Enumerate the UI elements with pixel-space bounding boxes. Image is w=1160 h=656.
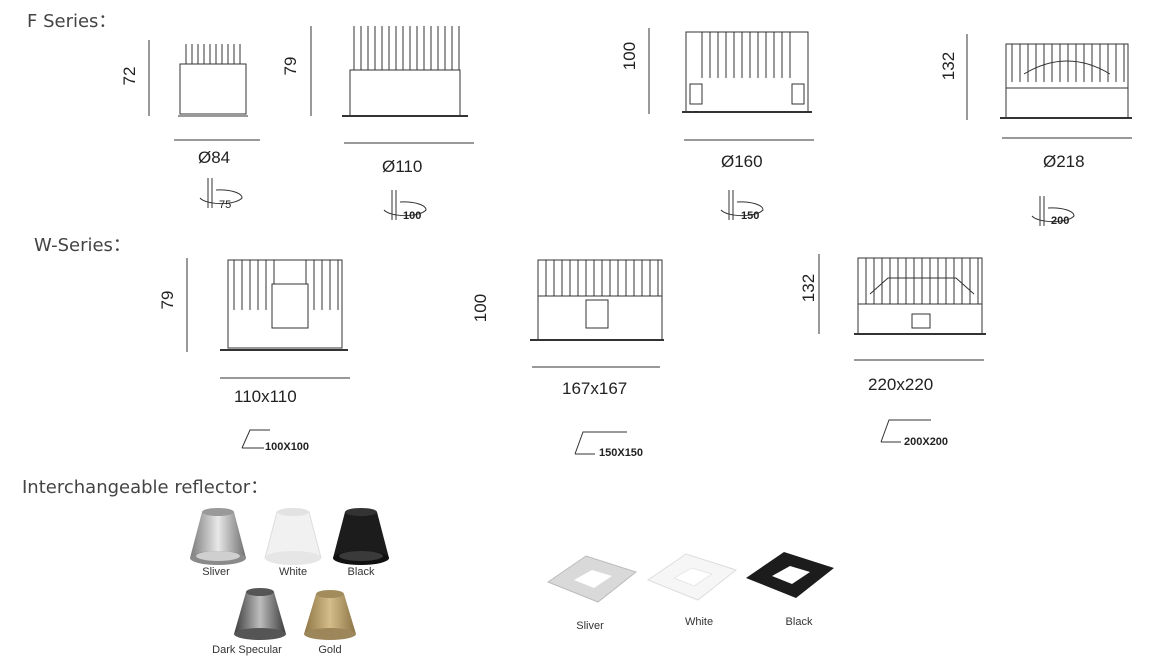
- round-reflector-label: Dark Specular: [212, 644, 282, 656]
- round-reflector-image: [234, 588, 286, 640]
- cutout-label: 200: [1051, 215, 1070, 227]
- height-label: 132: [939, 51, 958, 81]
- diameter-label: Ø110: [382, 157, 423, 176]
- square-reflector-image: [546, 555, 638, 603]
- reflector-title: Interchangeable reflector：: [22, 477, 269, 498]
- round-reflector-image: [304, 590, 356, 640]
- square-reflector-black: [744, 548, 836, 602]
- height-label: 100: [620, 41, 639, 71]
- square-reflector-label: White: [684, 616, 714, 628]
- round-reflector-label: Gold: [318, 644, 342, 656]
- round-reflector-label: White: [278, 566, 308, 578]
- round-reflector-image: [264, 508, 322, 565]
- cutout-icon: [383, 190, 427, 220]
- height-label: 100: [471, 293, 490, 323]
- size-label: 167x167: [562, 379, 628, 398]
- downlight-drawing: [148, 40, 260, 141]
- downlight-drawing: [530, 259, 664, 368]
- round-reflector-dark-specular: [232, 586, 288, 642]
- cutout-label: 75: [219, 199, 232, 211]
- round-reflector-black: [331, 506, 391, 566]
- round-reflector-image: [190, 508, 246, 565]
- round-reflector-sliver: [188, 506, 248, 566]
- square-cutout-icon: [241, 429, 270, 449]
- downlight-drawing: [648, 28, 814, 141]
- diameter-label: Ø218: [1043, 152, 1085, 171]
- w-series-title: W-Series：: [34, 235, 131, 256]
- height-label: 79: [158, 290, 177, 310]
- f-series-title: F Series：: [27, 11, 117, 32]
- round-reflector-label: Sliver: [202, 566, 230, 578]
- diameter-label: Ø84: [198, 148, 231, 167]
- height-label: 79: [281, 56, 300, 76]
- square-cutout-icon: [880, 419, 931, 443]
- round-reflector-label: Black: [347, 566, 375, 578]
- cutout-icon: [1031, 196, 1075, 226]
- downlight-drawing: [818, 254, 986, 361]
- square-cutout-icon: [574, 431, 627, 455]
- cutout-label: 150X150: [599, 447, 644, 459]
- square-reflector-label: Sliver: [576, 620, 604, 632]
- square-reflector-white: [646, 550, 738, 604]
- square-reflector-label: Black: [785, 616, 813, 628]
- diameter-label: Ø160: [721, 152, 763, 171]
- downlight-drawing: [966, 34, 1132, 139]
- height-label: 72: [120, 66, 139, 86]
- size-label: 110x110: [234, 387, 297, 406]
- downlight-drawing: [310, 26, 474, 144]
- cutout-label: 150: [741, 210, 760, 222]
- square-reflector-image: [646, 553, 738, 601]
- round-reflector-white: [263, 506, 323, 566]
- cutout-icon: [199, 178, 243, 208]
- round-reflector-image: [333, 508, 389, 565]
- square-reflector-sliver: [546, 552, 638, 606]
- cutout-icon: [720, 190, 764, 220]
- cutout-label: 200X200: [904, 436, 949, 448]
- size-label: 220x220: [868, 375, 934, 394]
- round-reflector-gold: [302, 588, 358, 644]
- downlight-drawing: [186, 258, 350, 379]
- cutout-label: 100X100: [265, 441, 310, 453]
- square-reflector-image: [746, 552, 834, 598]
- cutout-label: 100: [403, 210, 422, 222]
